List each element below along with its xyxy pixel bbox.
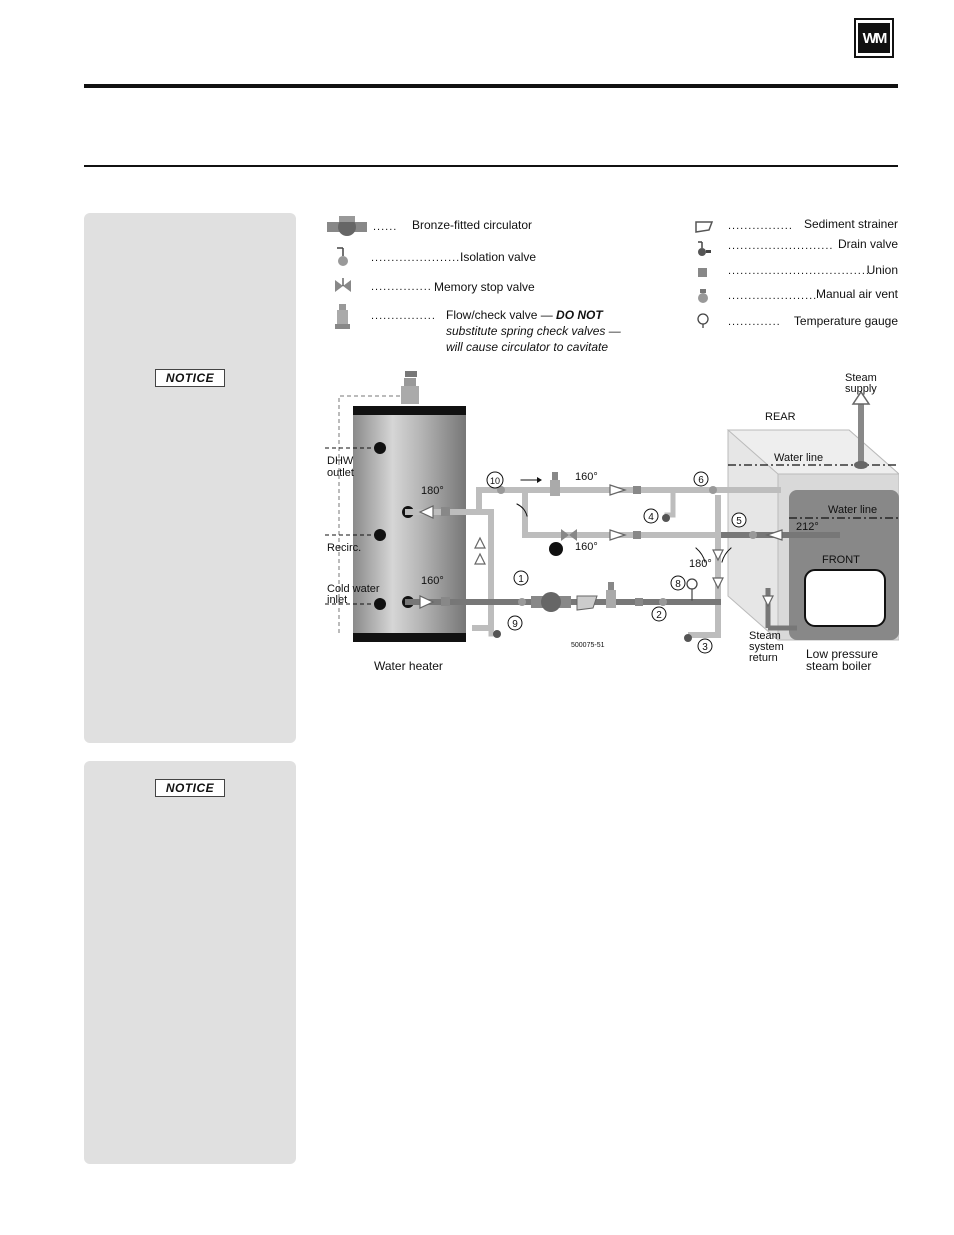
water-line-rear-label: Water line <box>774 452 823 464</box>
svg-text:......: ...... <box>373 221 397 233</box>
company-logo: WM <box>854 18 894 58</box>
svg-text:...............: ............... <box>371 281 432 293</box>
svg-text:..........................: .......................... <box>728 240 833 252</box>
temp-mix-label: 180° <box>689 558 712 570</box>
water-heater-caption: Water heater <box>374 659 443 673</box>
isolation-valve-icon <box>337 247 348 266</box>
steam-supply-label-2: supply <box>845 383 877 395</box>
piping-labels: 160° 160° 180° 500075-51 <box>571 471 712 649</box>
legend-label-sediment-strainer: Sediment strainer <box>804 217 898 231</box>
legend-flow-check-note-1: substitute spring check valves — <box>446 324 622 338</box>
water-line-front-label: Water line <box>828 504 877 516</box>
legend-label-flow-check-valve: Flow/check valve — <box>446 308 556 322</box>
piping-network <box>405 472 840 642</box>
svg-text:......................: ...................... <box>728 290 817 302</box>
union-icon <box>698 268 707 277</box>
water-heater: DHW outlet Recirc. Cold water inlet 180°… <box>325 371 466 673</box>
legend-right: ................ Sediment strainer .....… <box>695 217 899 328</box>
temperature-gauge-icon <box>697 313 709 328</box>
dhw-outlet-label: DHW <box>327 455 354 467</box>
legend-label-memory-stop-valve: Memory stop valve <box>434 280 535 294</box>
callout-1: 1 <box>518 574 524 585</box>
legend-flow-check-note-2: will cause circulator to cavitate <box>446 340 608 354</box>
manual-air-vent-icon <box>698 289 708 303</box>
svg-text:Flow/check valve — DO NOT: Flow/check valve — DO NOT <box>446 308 604 322</box>
part-code: 500075-51 <box>571 642 605 649</box>
svg-text:.............: ............. <box>728 316 781 328</box>
sidebar-panel-upper: NOTICE <box>84 213 296 743</box>
callout-5: 5 <box>736 516 742 527</box>
drain-valve-icon <box>698 241 711 256</box>
steam-return-label-2: system <box>749 641 784 653</box>
svg-text:.......................: ....................... <box>371 252 464 264</box>
callout-7: 7 <box>553 545 559 556</box>
dhw-outlet-label-2: outlet <box>327 467 354 479</box>
cold-water-inlet-label-2: inlet <box>327 594 347 606</box>
temp-upper-label: 160° <box>575 471 598 483</box>
legend-do-not-warning: DO NOT <box>556 308 604 322</box>
callout-3: 3 <box>702 642 708 653</box>
temp-lower-label: 160° <box>575 541 598 553</box>
steam-return-label: Steam <box>749 630 781 642</box>
boiler-caption-2: steam boiler <box>806 659 871 673</box>
svg-text:................: ................ <box>728 220 793 232</box>
callout-6: 6 <box>698 475 704 486</box>
recirc-label: Recirc. <box>327 542 361 554</box>
svg-text:................: ................ <box>371 310 436 322</box>
heater-temp-bottom: 160° <box>421 575 444 587</box>
callout-2: 2 <box>656 610 662 621</box>
callouts: 1 2 3 4 5 6 7 8 9 10 <box>486 471 747 654</box>
legend-label-temperature-gauge: Temperature gauge <box>794 314 898 328</box>
circulator-icon <box>327 216 367 236</box>
boiler-rear-label: REAR <box>765 411 796 423</box>
legend-label-union: Union <box>867 263 898 277</box>
legend-label-circulator: Bronze-fitted circulator <box>412 218 532 232</box>
legend-label-manual-air-vent: Manual air vent <box>816 287 899 301</box>
boiler-caption-1: Low pressure <box>806 647 878 661</box>
notice-badge: NOTICE <box>155 369 225 387</box>
steam-boiler: REAR Water line Water line FRONT 212° St… <box>726 372 899 673</box>
callout-10: 10 <box>490 476 500 486</box>
boiler-outlet-temp: 212° <box>796 521 819 533</box>
logo-mark: WM <box>858 23 890 53</box>
callout-4: 4 <box>648 512 654 523</box>
sediment-strainer-icon <box>695 221 714 233</box>
cold-water-inlet-label: Cold water <box>327 583 380 595</box>
notice-badge: NOTICE <box>155 779 225 797</box>
legend-label-isolation-valve: Isolation valve <box>460 250 536 264</box>
callout-8: 8 <box>675 579 681 590</box>
steam-supply-label: Steam <box>845 372 877 384</box>
svg-text:..............................: ................................... <box>728 265 870 277</box>
steam-return-label-3: return <box>749 652 778 664</box>
memory-stop-valve-icon <box>335 278 351 292</box>
header-rule-thin <box>84 165 898 167</box>
callout-9: 9 <box>512 619 518 630</box>
flow-check-valve-icon <box>335 304 350 329</box>
legend-left: ...... Bronze-fitted circulator ........… <box>327 216 622 354</box>
piping-diagram: ...... Bronze-fitted circulator ........… <box>325 216 899 673</box>
header-rule-thick <box>84 84 898 88</box>
boiler-front-label: FRONT <box>822 554 860 566</box>
sidebar-panel-lower: NOTICE <box>84 761 296 1164</box>
heater-temp-top: 180° <box>421 485 444 497</box>
legend-label-drain-valve: Drain valve <box>838 237 898 251</box>
